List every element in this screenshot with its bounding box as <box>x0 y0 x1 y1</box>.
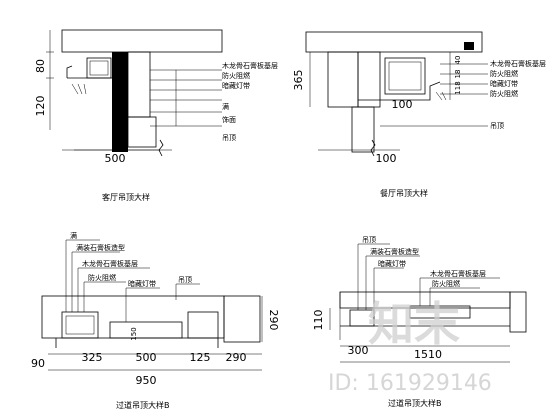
dim-118: 118 <box>454 81 462 94</box>
dim-300: 300 <box>348 344 369 357</box>
dim-150: 150 <box>130 327 138 340</box>
svg-text:木龙骨石膏板基层: 木龙骨石膏板基层 <box>430 269 486 278</box>
svg-text:木龙骨石膏板基层: 木龙骨石膏板基层 <box>490 59 546 68</box>
detail-title: 客厅吊顶大样 <box>102 192 150 202</box>
svg-text:木龙骨石膏板基层: 木龙骨石膏板基层 <box>82 259 138 268</box>
svg-text:满装石膏板造型: 满装石膏板造型 <box>370 247 419 256</box>
dim-500: 500 <box>136 351 157 364</box>
svg-text:吊顶: 吊顶 <box>222 134 236 142</box>
svg-text:暗藏灯带: 暗藏灯带 <box>222 81 250 90</box>
callouts: 木龙骨石膏板基层 防火阻燃 暗藏灯带 满 饰面 吊顶 <box>150 61 278 142</box>
slab <box>61 29 223 53</box>
plaster-block <box>127 116 157 148</box>
dim-365: 365 <box>292 70 305 91</box>
wood-board <box>127 51 151 118</box>
box-right <box>187 311 219 339</box>
svg-text:满: 满 <box>222 102 229 111</box>
column <box>351 106 375 153</box>
dim-325: 325 <box>82 351 103 364</box>
svg-text:饰面: 饰面 <box>222 115 236 124</box>
detail-corridor-ceiling-a: 90 325 500 125 290 950 150 290 满 满装石膏板造型… <box>31 231 280 410</box>
callouts: 吊顶 满装石膏板造型 暗藏灯带 木龙骨石膏板基层 防火阻燃 <box>357 236 500 310</box>
watermark-logo: 知末 <box>368 297 460 351</box>
dim-110: 110 <box>312 310 325 331</box>
light-box <box>384 57 426 95</box>
svg-text:暗藏灯带: 暗藏灯带 <box>128 279 156 288</box>
wood-board <box>327 51 359 108</box>
dim-40: 40 <box>454 56 462 65</box>
svg-text:暗藏灯带: 暗藏灯带 <box>378 259 406 268</box>
callouts: 木龙骨石膏板基层 防火阻燃 暗藏灯带 防火阻燃 吊顶 <box>380 59 546 130</box>
dim-290-h: 290 <box>226 351 247 364</box>
channel <box>409 305 471 319</box>
beam-black <box>112 52 128 152</box>
svg-text:防火阻燃: 防火阻燃 <box>490 69 518 78</box>
detail-dining-ceiling: 365 40 18 118 100 100 木龙骨石膏板基层 防火阻燃 暗藏灯带… <box>292 31 546 198</box>
black-strip <box>464 42 474 50</box>
svg-text:防火阻燃: 防火阻燃 <box>88 273 116 282</box>
svg-text:防火阻燃: 防火阻燃 <box>490 89 518 98</box>
dim-125: 125 <box>190 351 211 364</box>
dim-90: 90 <box>31 357 45 370</box>
watermark-id: ID: 161929146 <box>328 371 492 396</box>
dim-500: 500 <box>105 152 126 165</box>
detail-title: 餐厅吊顶大样 <box>380 188 428 198</box>
dim-1510: 1510 <box>414 348 442 361</box>
svg-text:满: 满 <box>70 231 77 240</box>
svg-text:满装石膏板造型: 满装石膏板造型 <box>76 243 125 252</box>
dim-120: 120 <box>34 96 47 117</box>
dim-100-inner: 100 <box>392 98 413 111</box>
detail-title: 过道吊顶大样B <box>116 400 170 410</box>
callouts: 满 满装石膏板造型 木龙骨石膏板基层 防火阻燃 暗藏灯带 吊顶 <box>65 231 200 322</box>
svg-text:吊顶: 吊顶 <box>362 236 376 244</box>
plaster-block <box>357 51 381 108</box>
svg-text:吊顶: 吊顶 <box>178 276 192 284</box>
svg-text:暗藏灯带: 暗藏灯带 <box>490 79 518 88</box>
box-mid <box>109 321 183 339</box>
ceiling-lip <box>66 65 112 79</box>
detail-living-ceiling: 80 120 500 木龙骨石膏板基层 防火阻燃 暗藏灯带 满 饰面 吊顶 客厅… <box>34 29 278 202</box>
slab <box>305 31 483 53</box>
detail-corridor-ceiling-b: 110 300 1510 吊顶 满装石膏板造型 暗藏灯带 木龙骨石膏板基层 防火… <box>312 236 527 408</box>
dim-80: 80 <box>34 59 47 73</box>
svg-text:吊顶: 吊顶 <box>490 122 504 130</box>
wood-panel <box>509 291 527 333</box>
detail-title: 过道吊顶大样B <box>388 398 442 408</box>
box-left <box>61 311 99 339</box>
dim-950: 950 <box>136 374 157 387</box>
watermark: 知末 ID: 161929146 <box>328 297 492 396</box>
svg-text:防火阻燃: 防火阻燃 <box>222 71 250 80</box>
wood-panel <box>223 295 261 343</box>
dim-100-bottom: 100 <box>376 152 397 165</box>
dim-290-v: 290 <box>267 310 280 331</box>
svg-text:木龙骨石膏板基层: 木龙骨石膏板基层 <box>222 61 278 70</box>
svg-text:防火阻燃: 防火阻燃 <box>432 279 460 288</box>
